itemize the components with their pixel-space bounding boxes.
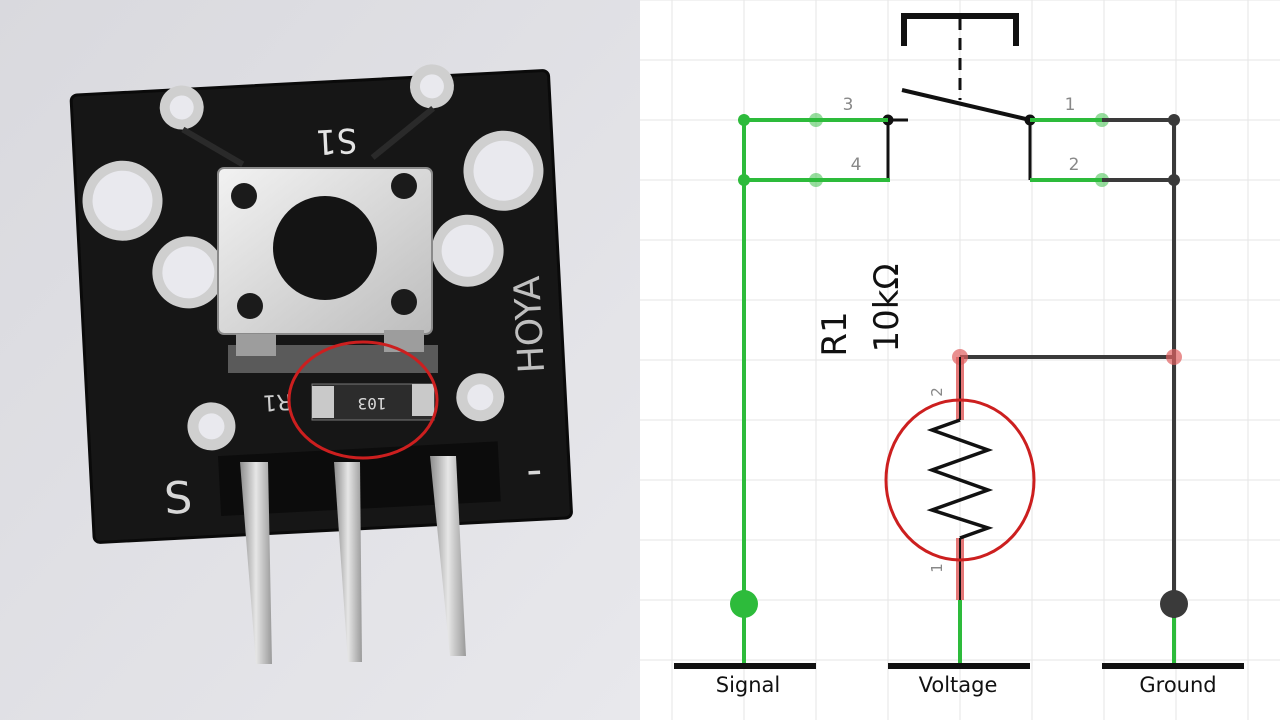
resistor-pin-2-label: 2 <box>928 387 946 397</box>
signal-pin-silk-label: S <box>163 473 194 525</box>
ground-junction <box>1160 590 1188 618</box>
module-photo-graphic: S1 HOYA S - R1 <box>0 0 640 720</box>
switch-silk-label: S1 <box>315 119 358 161</box>
resistor-value-label: 10kΩ <box>867 264 907 353</box>
switch-pin-1-label: 1 <box>1065 95 1076 115</box>
switch-pin-2-label: 2 <box>1069 155 1080 175</box>
switch-pin-3-label: 3 <box>843 95 854 115</box>
push-button-symbol <box>882 13 1036 126</box>
signal-net <box>730 114 816 665</box>
ground-net <box>960 114 1188 665</box>
module-photo: S1 HOYA S - R1 <box>0 0 640 720</box>
signal-junction <box>730 590 758 618</box>
brand-silk-label: HOYA <box>507 275 553 375</box>
schematic-graphic: 3 4 1 2 <box>640 0 1280 720</box>
resistor-highlight-ellipse <box>884 398 1036 562</box>
ground-pin-silk-label: - <box>525 444 544 496</box>
tactile-switch <box>217 167 438 373</box>
switch-pin-4-label: 4 <box>851 155 862 175</box>
header-pins <box>240 456 466 664</box>
resistor-r1-symbol: 2 1 R1 10kΩ <box>815 264 1036 665</box>
resistor-name-label: R1 <box>815 311 855 356</box>
resistor-highlight-circle <box>287 340 439 460</box>
signal-terminal-label: Signal <box>716 673 781 697</box>
schematic-panel: 3 4 1 2 <box>640 0 1280 720</box>
resistor-code-label: 103 <box>358 394 387 413</box>
smd-resistor: 103 <box>311 383 435 421</box>
ground-terminal-label: Ground <box>1139 673 1216 697</box>
terminals: Signal Voltage Ground <box>674 663 1244 697</box>
switch-plunger <box>273 196 377 300</box>
voltage-terminal-label: Voltage <box>919 673 998 697</box>
resistor-pin-1-label: 1 <box>928 563 946 573</box>
resistor-silk-label: R1 <box>262 388 293 414</box>
